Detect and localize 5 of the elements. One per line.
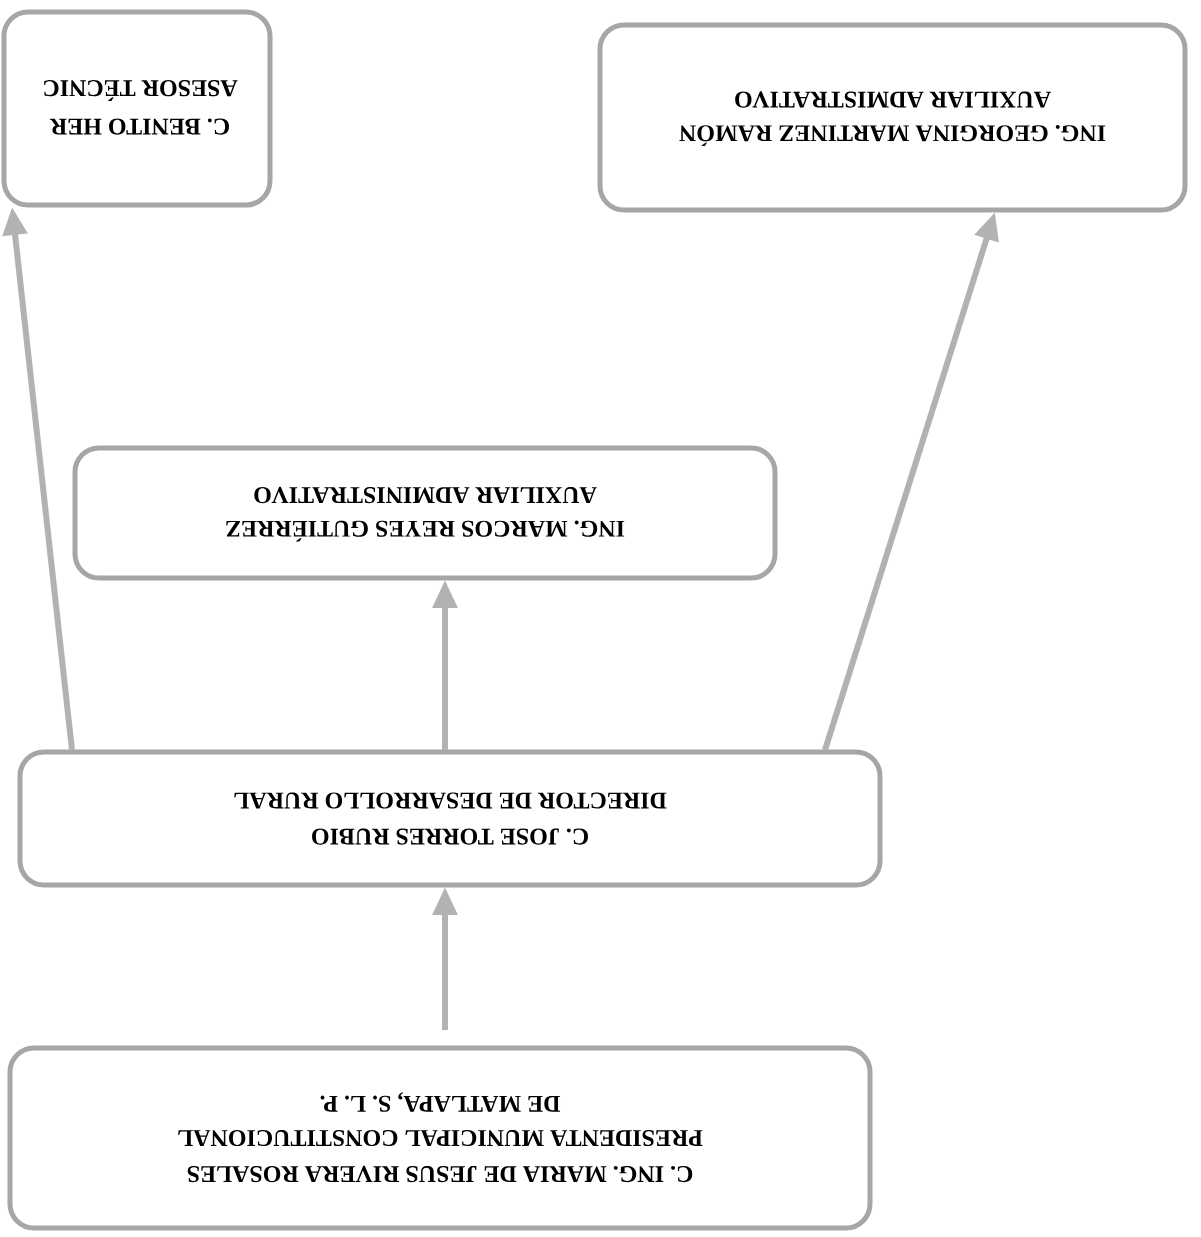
org-box: C. JOSE TORRES RUBIO DIRECTOR DE DESARROLLO RURAL [17, 749, 883, 888]
org-box: C. ING. MARIA DE JESUS RIVERA ROSALES PRESIDENTA MUNICIPAL CONSTITUCIONAL DE MATLAPA, S. L. P. [7, 1045, 873, 1231]
org-box: ING. GEORGINA MARTINEZ RAMÓN AUXILIAR ADMISTRATIVO [597, 22, 1188, 213]
org-box: C. BENITO HER ASESOR TÉCNIC [1, 9, 273, 208]
org-box: ING. MARCOS REYES GUTIÉRREZ AUXILIAR ADMINISTRATIVO [72, 445, 778, 581]
